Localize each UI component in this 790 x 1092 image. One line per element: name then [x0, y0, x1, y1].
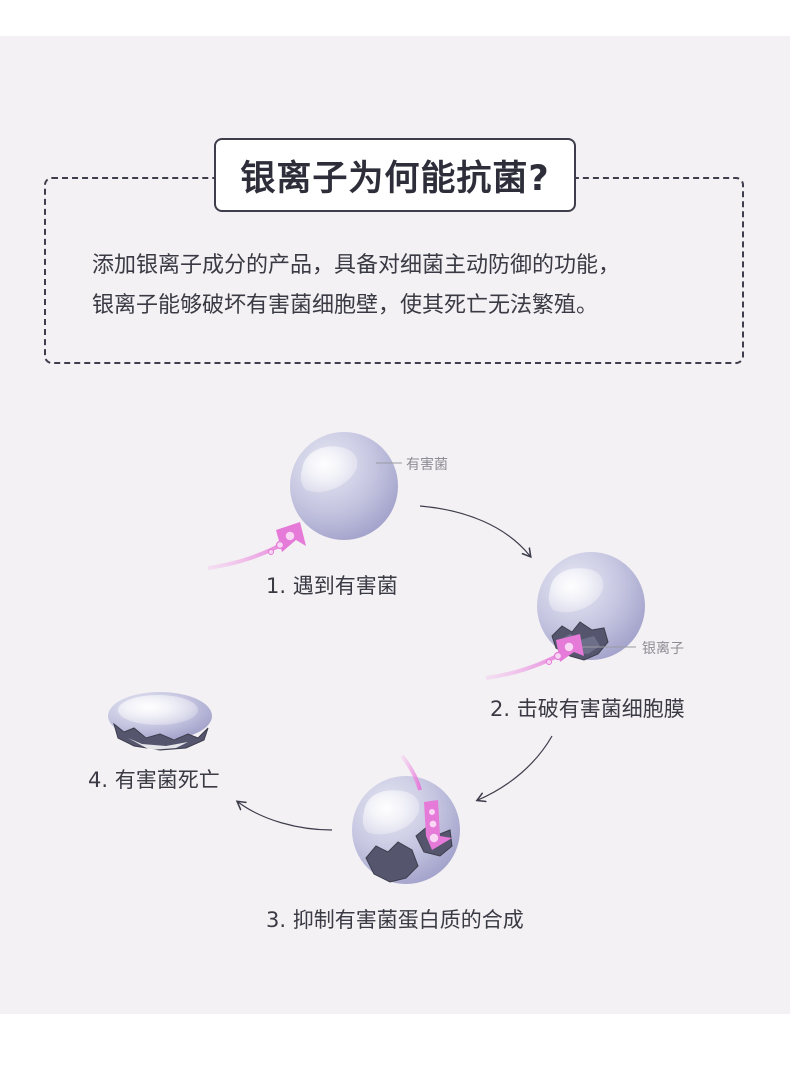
step-3-label: 3. 抑制有害菌蛋白质的合成	[266, 908, 524, 932]
step-1-label: 1. 遇到有害菌	[266, 574, 398, 598]
cycle-arrow-1-icon	[419, 505, 530, 556]
bacteria-breaking-icon	[537, 552, 645, 661]
harmful-bacteria-label: 有害菌	[406, 457, 448, 473]
description-line-2: 银离子能够破坏有害菌细胞壁，使其死亡无法繁殖。	[92, 293, 599, 318]
page-title: 银离子为何能抗菌?	[214, 138, 576, 212]
bacteria-inhibited-icon	[352, 754, 460, 884]
description: 添加银离子成分的产品，具备对细菌主动防御的功能， 银离子能够破坏有害菌细胞壁，使…	[92, 246, 732, 326]
silver-ion-label: 银离子	[642, 641, 684, 657]
cycle-arrow-2-icon	[478, 735, 553, 800]
cycle-arrow-3-icon	[238, 802, 333, 831]
silver-ion-arrow-2-icon	[485, 634, 584, 680]
step-2-label: 2. 击破有害菌细胞膜	[490, 697, 685, 721]
description-line-1: 添加银离子成分的产品，具备对细菌主动防御的功能，	[92, 253, 621, 278]
silver-ion-arrow-icon	[207, 522, 306, 570]
step-4-label: 4. 有害菌死亡	[88, 768, 220, 792]
bacteria-sphere-icon	[290, 432, 398, 540]
dead-bacteria-shell-icon	[108, 692, 212, 751]
